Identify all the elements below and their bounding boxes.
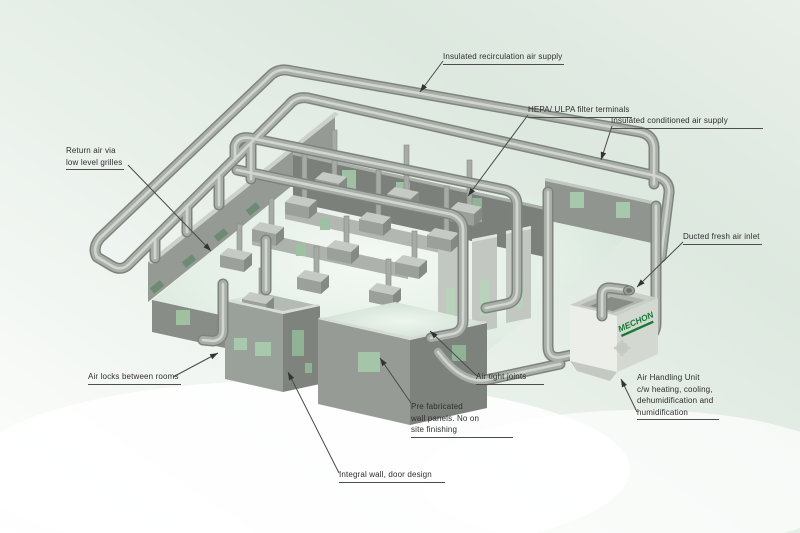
leader-fresh-air	[636, 241, 684, 288]
west-window	[176, 310, 190, 325]
front-room	[318, 302, 487, 425]
foreground-light-2	[420, 410, 800, 533]
leader-ahu	[620, 378, 638, 413]
label-air-tight-joints: Air tight joints	[476, 371, 544, 385]
fresh-air-inlet-elbow	[602, 286, 635, 316]
leader-integral-wall	[287, 371, 340, 474]
leader-hepa	[467, 114, 529, 197]
interior-wall-dark-edge	[293, 152, 545, 210]
east-window	[616, 202, 630, 218]
airlock-room	[225, 267, 320, 392]
leader-return-air	[127, 164, 212, 252]
airlock-window	[255, 342, 271, 356]
front-room-window	[452, 345, 466, 361]
front-room-window	[358, 352, 380, 372]
label-air-locks-between-rooms: Air locks between rooms	[88, 371, 181, 385]
leader-air-tight	[429, 330, 478, 377]
label-integral-wall-door-design: Integral wall, door design	[339, 469, 445, 483]
east-wall-top-edge	[545, 178, 652, 204]
label-prefabricated-wall-panels: Pre fabricated wall panels. No on site f…	[411, 401, 513, 438]
low-level-grilles	[149, 202, 261, 294]
back-wall	[148, 112, 335, 302]
airlock-window	[234, 338, 247, 350]
label-return-air-low-level-grilles: Return air via low level grilles	[66, 145, 125, 170]
airlock-window	[305, 363, 312, 373]
east-window	[570, 192, 584, 208]
air-handling-unit: MECHON	[570, 286, 658, 381]
label-conditioned-air-supply: Insulated conditioned air supply	[611, 115, 763, 129]
label-recirculation-air-supply: Insulated recirculation air supply	[443, 51, 565, 65]
airlock-door-window	[292, 330, 304, 356]
divider-window	[320, 218, 330, 230]
leader-lines	[127, 60, 684, 474]
label-ducted-fresh-air-inlet: Ducted fresh air inlet	[683, 231, 762, 245]
divider-window	[296, 244, 306, 256]
leader-conditioned	[600, 125, 613, 161]
label-air-handling-unit: Air Handling Unit c/w heating, cooling, …	[637, 372, 719, 420]
leader-recirculation	[419, 60, 444, 93]
label-hepa-ulpa-filter-terminals: HEPA/ ULPA filter terminals	[528, 104, 632, 118]
leader-prefab	[379, 357, 412, 404]
leader-air-locks	[172, 352, 219, 378]
fan-gear-icon	[614, 340, 630, 356]
